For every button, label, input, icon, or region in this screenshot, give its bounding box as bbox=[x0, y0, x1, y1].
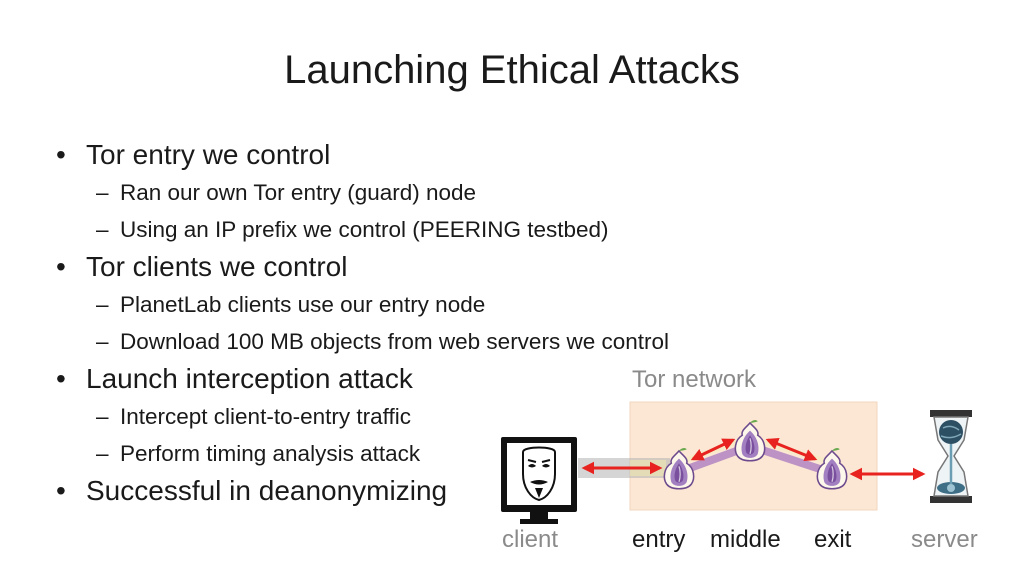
tor-network-label: Tor network bbox=[632, 366, 757, 393]
middle-label: middle bbox=[710, 526, 781, 553]
bullet-text: Tor clients we control bbox=[86, 251, 348, 282]
sub-bullet-item: Ran our own Tor entry (guard) node bbox=[56, 174, 669, 211]
bullet-text: Launch interception attack bbox=[86, 363, 413, 394]
anonymous-mask-monitor-icon bbox=[501, 437, 577, 524]
sub-bullet-item: PlanetLab clients use our entry node bbox=[56, 286, 669, 323]
sub-bullet-text: Using an IP prefix we control (PEERING t… bbox=[120, 217, 609, 242]
sub-bullet-item: Intercept client-to-entry traffic bbox=[56, 398, 669, 435]
bullet-list: Tor entry we control Ran our own Tor ent… bbox=[56, 136, 669, 510]
sub-bullet-item: Using an IP prefix we control (PEERING t… bbox=[56, 211, 669, 248]
bullet-text: Successful in deanonymizing bbox=[86, 475, 448, 506]
middle-exit-arrow bbox=[765, 437, 818, 462]
bullet-item: Successful in deanonymizing bbox=[56, 472, 669, 510]
bullet-text: Tor entry we control bbox=[86, 139, 331, 170]
exit-label: exit bbox=[814, 526, 852, 553]
wikileaks-hourglass-icon bbox=[930, 410, 972, 503]
sub-bullet-text: Ran our own Tor entry (guard) node bbox=[120, 180, 477, 205]
bullet-item: Tor entry we control bbox=[56, 136, 669, 174]
sub-bullet-text: Download 100 MB objects from web servers… bbox=[120, 329, 669, 354]
entry-middle-arrow bbox=[690, 438, 736, 461]
sub-bullet-item: Download 100 MB objects from web servers… bbox=[56, 323, 669, 360]
entry-label: entry bbox=[632, 526, 686, 553]
bullet-item: Launch interception attack bbox=[56, 360, 669, 398]
slide-title: Launching Ethical Attacks bbox=[284, 48, 740, 92]
server-label: server bbox=[911, 526, 978, 553]
sub-bullet-item: Perform timing analysis attack bbox=[56, 435, 669, 472]
sub-bullet-text: Intercept client-to-entry traffic bbox=[120, 404, 411, 429]
client-label: client bbox=[502, 526, 559, 553]
sub-bullet-text: PlanetLab clients use our entry node bbox=[120, 292, 486, 317]
bullet-item: Tor clients we control bbox=[56, 248, 669, 286]
sub-bullet-text: Perform timing analysis attack bbox=[120, 441, 421, 466]
